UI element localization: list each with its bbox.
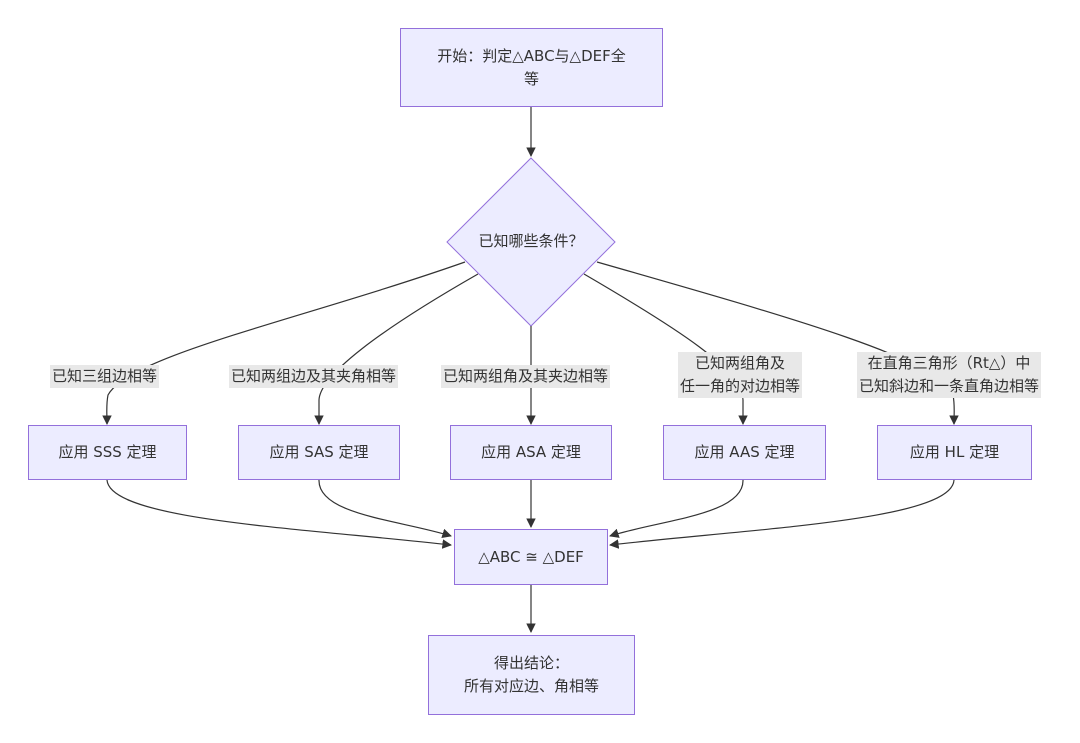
hl-theorem-node: 应用 HL 定理 bbox=[877, 425, 1032, 480]
sss-theorem-node: 应用 SSS 定理 bbox=[28, 425, 187, 480]
edge-label-sss: 已知三组边相等 bbox=[50, 365, 160, 388]
sss-theorem-text: 应用 SSS 定理 bbox=[58, 443, 157, 461]
edge-decision-to-sss bbox=[102, 261, 466, 425]
edge-label-asa: 已知两组角及其夹边相等 bbox=[441, 365, 611, 388]
conclusion-text: 得出结论： 所有对应边、角相等 bbox=[463, 654, 599, 695]
edge-decision-to-sas bbox=[314, 273, 479, 425]
sas-theorem-text: 应用 SAS 定理 bbox=[269, 443, 369, 461]
edge-label-aas: 已知两组角及 任一角的对边相等 bbox=[678, 352, 803, 398]
edge-aas-to-congruent bbox=[609, 479, 744, 538]
edge-decision-to-hl bbox=[596, 261, 959, 425]
edge-label-sas: 已知两组边及其夹角相等 bbox=[229, 365, 399, 388]
sas-theorem-node: 应用 SAS 定理 bbox=[238, 425, 400, 480]
conclusion-node: 得出结论： 所有对应边、角相等 bbox=[428, 635, 635, 715]
edge-decision-to-aas bbox=[583, 273, 748, 425]
start-node-text: 开始：判定△ABC与△DEF全 等 bbox=[437, 46, 626, 88]
edge-sss-to-congruent bbox=[106, 479, 452, 549]
asa-theorem-text: 应用 ASA 定理 bbox=[481, 443, 581, 461]
hl-theorem-text: 应用 HL 定理 bbox=[909, 443, 1000, 461]
decision-node-text: 已知哪些条件？ bbox=[478, 232, 584, 250]
edge-hl-to-congruent bbox=[609, 479, 955, 549]
edge-label-hl: 在直角三角形（Rt△）中 已知斜边和一条直角边相等 bbox=[857, 352, 1042, 398]
aas-theorem-node: 应用 AAS 定理 bbox=[663, 425, 826, 480]
aas-theorem-text: 应用 AAS 定理 bbox=[694, 443, 795, 461]
asa-theorem-node: 应用 ASA 定理 bbox=[450, 425, 612, 480]
congruent-node: △ABC ≅ △DEF bbox=[454, 529, 608, 585]
start-node: 开始：判定△ABC与△DEF全 等 bbox=[400, 28, 663, 107]
congruent-text: △ABC ≅ △DEF bbox=[478, 547, 584, 566]
edge-sas-to-congruent bbox=[318, 479, 452, 538]
